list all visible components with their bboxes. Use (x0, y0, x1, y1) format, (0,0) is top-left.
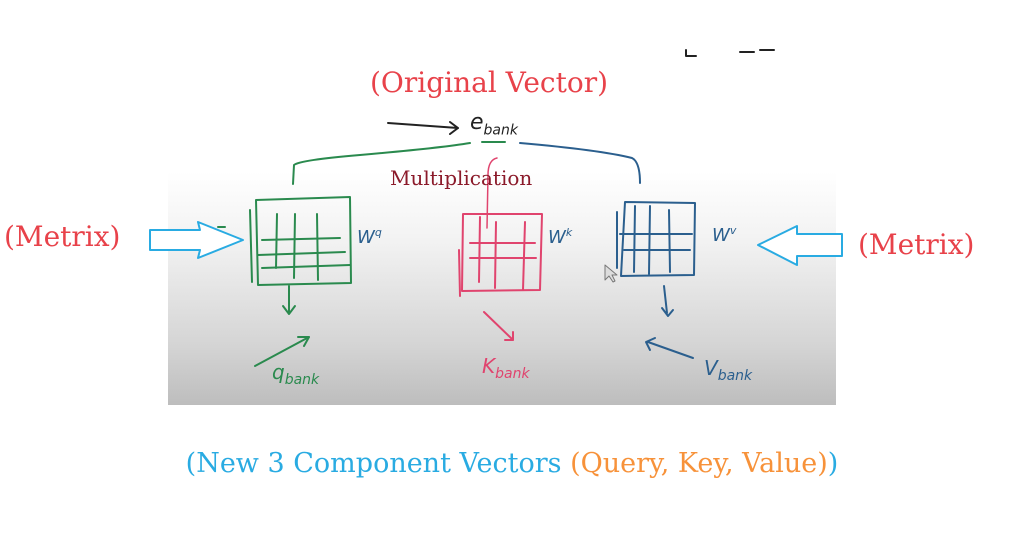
vbank-label: Vbank (704, 356, 752, 384)
qbank-sub: bank (284, 372, 320, 388)
ebank-base: e (470, 110, 484, 135)
vbank-base: V (704, 356, 718, 380)
green-bracket (292, 141, 506, 185)
left-pointing-arrow-icon (757, 225, 843, 266)
multiplication-label: Multiplication (390, 166, 533, 190)
blue-bracket (519, 142, 641, 184)
wv-sup: v (729, 224, 737, 237)
wq-matrix-icon (217, 196, 352, 286)
wv-label: Wv (712, 224, 736, 246)
vbank-sub: bank (717, 368, 753, 384)
caption-open: (New 3 Component Vectors (185, 448, 571, 479)
caption-highlight: (Query, Key, Value) (570, 448, 828, 479)
qbank-base: q (272, 360, 285, 384)
left-matrix-label: (Metrix) (4, 220, 121, 253)
wq-sup: q (374, 226, 382, 239)
wk-base: W (548, 227, 566, 248)
green-down-arrow (282, 285, 296, 315)
kbank-base: K (482, 354, 496, 378)
pink-bracket (486, 157, 498, 229)
pink-arrow (483, 311, 514, 341)
wk-label: Wk (548, 226, 572, 248)
green-diagonal-arrow (254, 336, 310, 367)
ebank-sub: bank (483, 122, 518, 139)
right-matrix-label: (Metrix) (858, 228, 975, 261)
whiteboard-image (168, 172, 836, 405)
wk-matrix-icon (458, 213, 543, 297)
caption: (New 3 Component Vectors (Query, Key, Va… (0, 448, 1024, 479)
cursor-icon (604, 264, 618, 283)
right-pointing-arrow-icon (149, 221, 244, 259)
wq-base: W (357, 227, 375, 248)
caption-close: ) (827, 448, 839, 479)
wv-base: W (712, 225, 730, 246)
blue-down-arrow (661, 285, 674, 317)
ebank-label: ebank (470, 110, 518, 138)
qbank-label: qbank (272, 360, 319, 388)
wq-label: Wq (357, 226, 382, 248)
arrow-to-ebank (387, 121, 459, 135)
kbank-label: Kbank (482, 354, 530, 382)
blue-diagonal-arrow (645, 337, 694, 359)
wv-matrix-icon (616, 201, 696, 277)
original-vector-title: (Original Vector) (370, 66, 608, 99)
scribble-marks (685, 49, 775, 57)
wk-sup: k (565, 226, 573, 239)
kbank-sub: bank (495, 366, 530, 382)
